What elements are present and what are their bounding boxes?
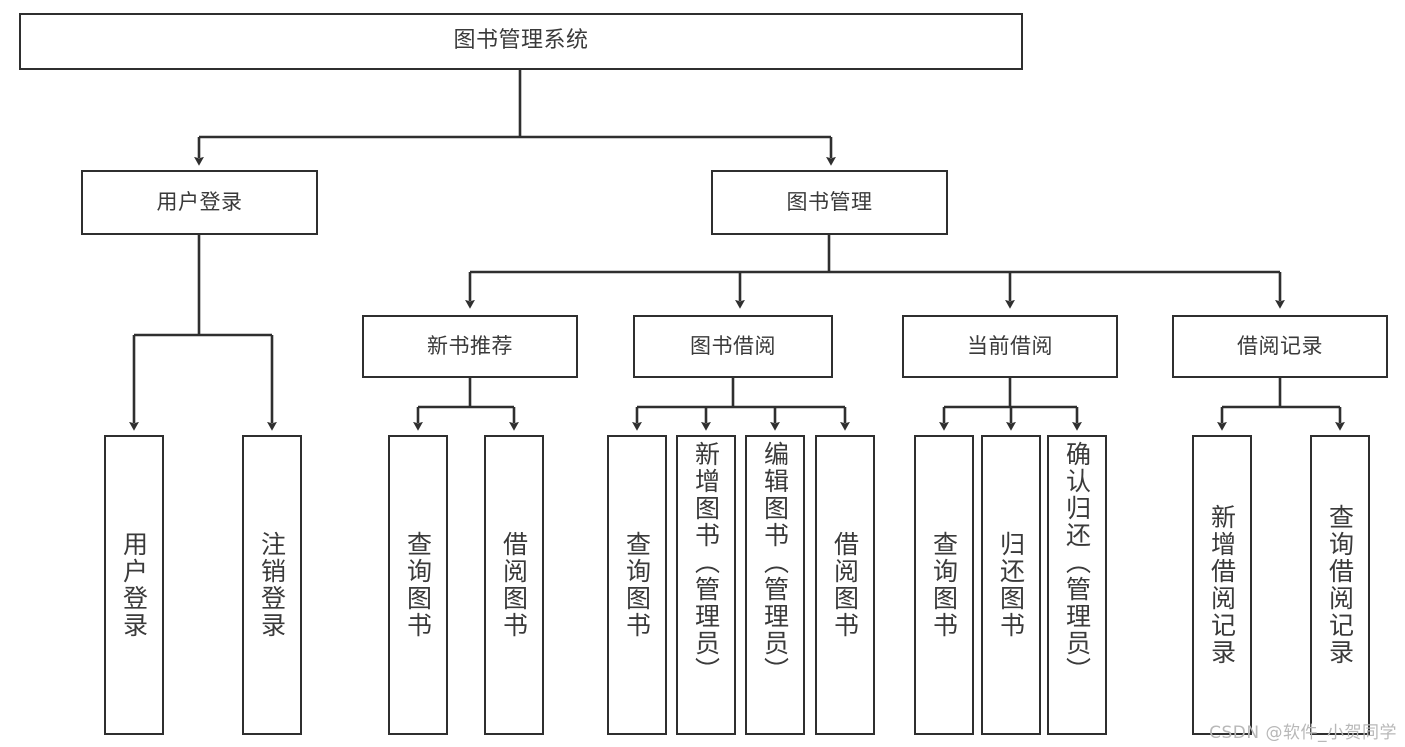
node-label: 新书推荐 [427, 333, 513, 358]
leaf-add-borrow-record[interactable]: 新增借阅记录 [1192, 435, 1252, 735]
leaf-edit-book-admin[interactable]: 编辑图书（管理员） [745, 435, 805, 735]
leaf-return-books[interactable]: 归还图书 [981, 435, 1041, 735]
leaf-user-login[interactable]: 用户登录 [104, 435, 164, 735]
node-label: 用户登录 [156, 189, 243, 214]
node-label: 查询图书 [929, 531, 959, 639]
leaf-query-books-borrow[interactable]: 查询图书 [607, 435, 667, 735]
node-label: 借阅图书 [830, 531, 860, 639]
leaf-borrow-books-new[interactable]: 借阅图书 [484, 435, 544, 735]
node-current-borrowing[interactable]: 当前借阅 [902, 315, 1118, 378]
node-label: 新增图书（管理员） [691, 441, 721, 684]
node-book-borrowing[interactable]: 图书借阅 [633, 315, 833, 378]
node-label: 注销登录 [257, 531, 287, 639]
leaf-add-book-admin[interactable]: 新增图书（管理员） [676, 435, 736, 735]
node-label: 编辑图书（管理员） [760, 441, 790, 684]
node-label: 查询借阅记录 [1325, 504, 1355, 666]
node-root-book-management-system[interactable]: 图书管理系统 [19, 13, 1023, 70]
node-book-management[interactable]: 图书管理 [711, 170, 948, 235]
leaf-query-books-current[interactable]: 查询图书 [914, 435, 974, 735]
node-label: 用户登录 [119, 531, 149, 639]
node-label: 图书管理系统 [453, 28, 589, 54]
node-label: 图书借阅 [690, 333, 776, 358]
node-label: 归还图书 [996, 531, 1026, 639]
node-new-book-recommendation[interactable]: 新书推荐 [362, 315, 578, 378]
watermark-text: CSDN @软件_小贺同学 [1209, 723, 1397, 743]
node-label: 当前借阅 [967, 333, 1053, 358]
node-label: 确认归还（管理员） [1062, 441, 1092, 684]
leaf-borrow-books[interactable]: 借阅图书 [815, 435, 875, 735]
leaf-query-borrow-record[interactable]: 查询借阅记录 [1310, 435, 1370, 735]
leaf-confirm-return-admin[interactable]: 确认归还（管理员） [1047, 435, 1107, 735]
leaf-query-books-new[interactable]: 查询图书 [388, 435, 448, 735]
node-label: 借阅记录 [1237, 333, 1323, 358]
node-label: 图书管理 [786, 189, 873, 214]
node-borrowing-records[interactable]: 借阅记录 [1172, 315, 1388, 378]
leaf-logout[interactable]: 注销登录 [242, 435, 302, 735]
node-label: 查询图书 [403, 531, 433, 639]
node-label: 查询图书 [622, 531, 652, 639]
node-user-login[interactable]: 用户登录 [81, 170, 318, 235]
node-label: 新增借阅记录 [1207, 504, 1237, 666]
node-label: 借阅图书 [499, 531, 529, 639]
